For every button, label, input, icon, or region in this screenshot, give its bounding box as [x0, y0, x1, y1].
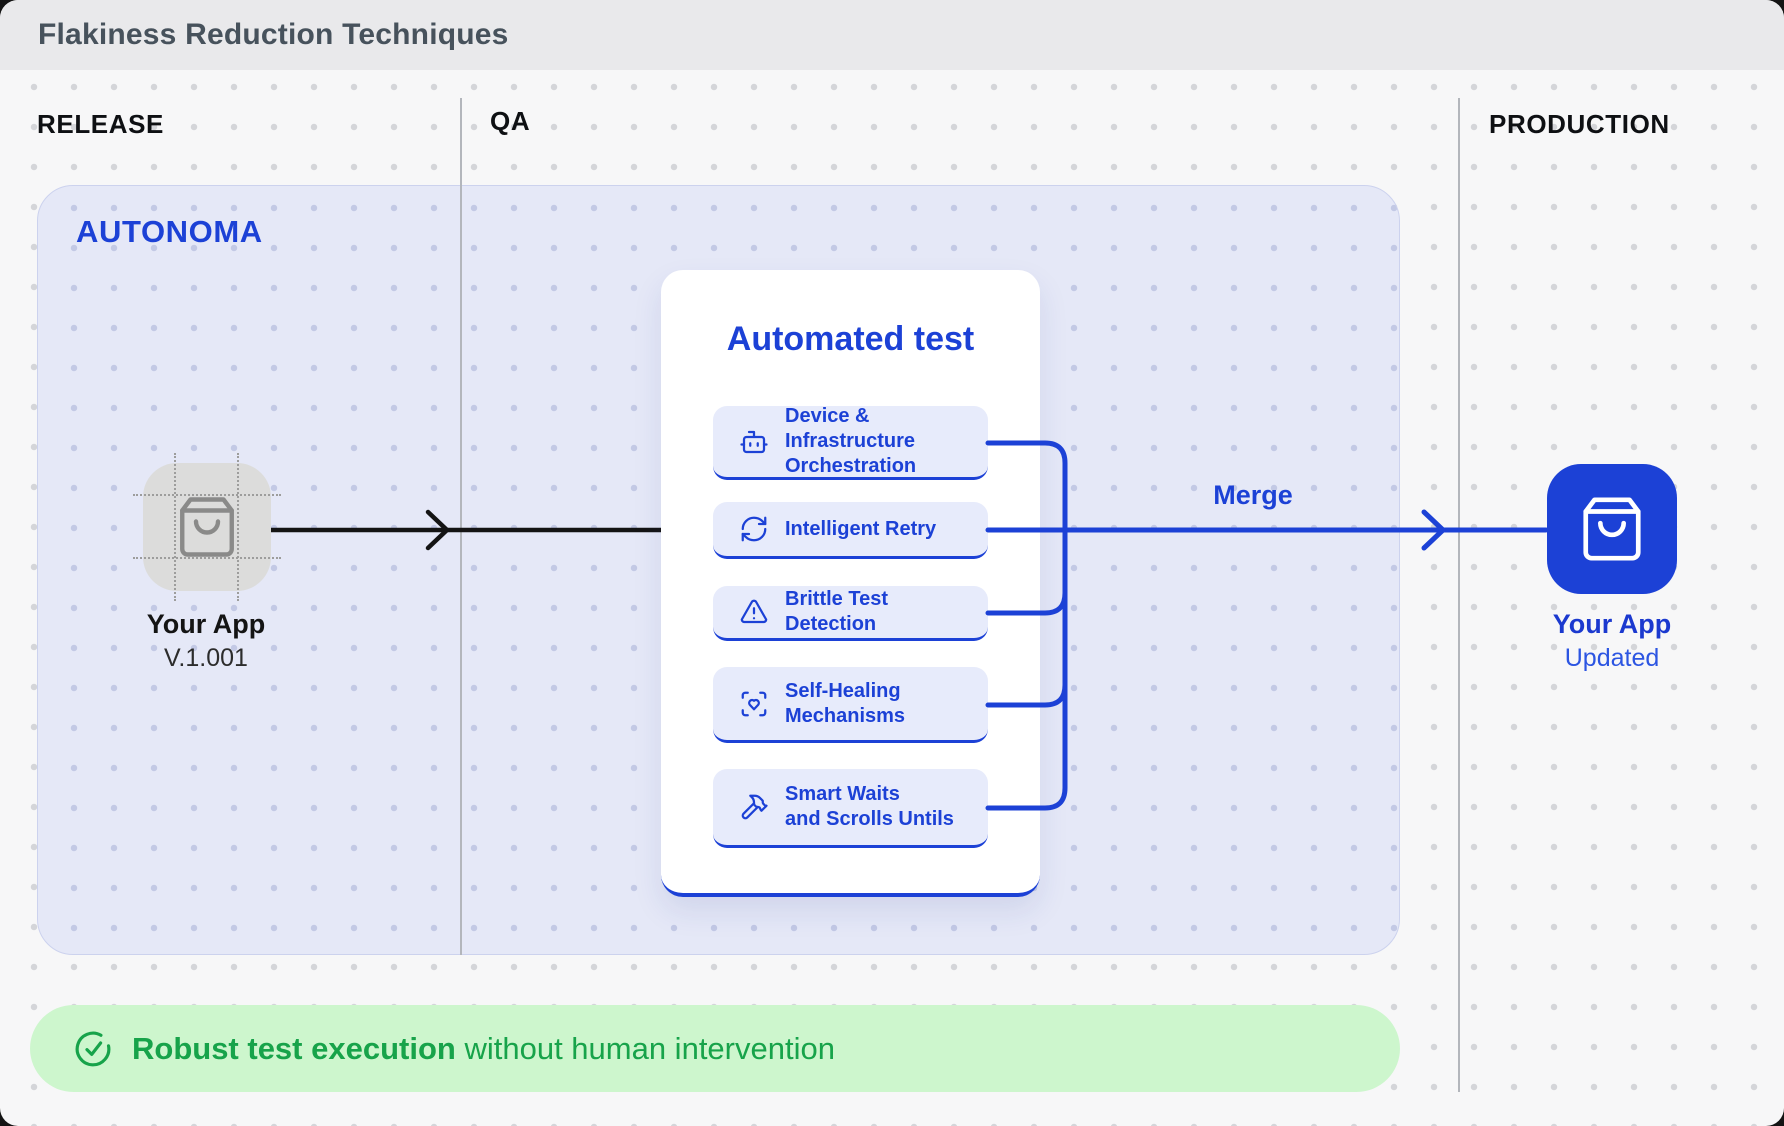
shopping-bag-icon — [180, 497, 234, 557]
shopping-bag-icon — [1583, 497, 1641, 561]
header-bar: Flakiness Reduction Techniques — [0, 0, 1784, 70]
technique-brittle-test-detection: Brittle Test Detection — [713, 586, 988, 641]
hammer-icon — [739, 792, 769, 822]
heart-scan-icon — [739, 689, 769, 719]
retry-icon — [739, 514, 769, 544]
technique-label: Smart Waits and Scrolls Untils — [785, 783, 954, 830]
technique-label: Intelligent Retry — [785, 517, 937, 540]
technique-self-healing-mechanisms: Self-Healing Mechanisms — [713, 667, 988, 743]
technique-intelligent-retry: Intelligent Retry — [713, 502, 988, 559]
technique-smart-waits-scrolls: Smart Waits and Scrolls Untils — [713, 769, 988, 848]
lane-label-release: RELEASE — [37, 109, 165, 139]
source-app-version: V.1.001 — [164, 644, 248, 672]
target-app-name: Your App — [1552, 609, 1672, 639]
technique-label: Self-Healing Mechanisms — [785, 679, 906, 727]
target-app-icon — [1547, 464, 1677, 594]
page-title: Flakiness Reduction Techniques — [38, 18, 509, 51]
source-app-icon — [133, 453, 281, 601]
alignment-gridline — [174, 453, 176, 601]
alignment-gridline — [133, 557, 281, 559]
technique-label: Brittle Test Detection — [785, 588, 888, 635]
robot-icon — [739, 427, 769, 457]
source-app-name: Your App — [146, 609, 266, 639]
merge-label: Merge — [1213, 480, 1293, 510]
banner-rest: without human intervention — [464, 1030, 835, 1066]
check-circle-icon — [74, 1030, 112, 1068]
banner-highlight: Robust test execution — [132, 1030, 456, 1066]
technique-label: Device & Infrastructure Orchestration — [785, 405, 917, 477]
lane-divider-production — [1458, 98, 1460, 1092]
warning-triangle-icon — [739, 597, 769, 627]
autonoma-label: AUTONOMA — [76, 214, 263, 249]
automated-test-title: Automated test — [726, 320, 975, 358]
lane-divider-qa — [460, 98, 462, 955]
lane-label-production: PRODUCTION — [1489, 109, 1670, 139]
alignment-gridline — [133, 494, 281, 496]
automated-test-card: Automated test Device & Infrastructure O… — [661, 270, 1040, 897]
lane-label-qa: QA — [490, 106, 531, 136]
target-app-status: Updated — [1564, 644, 1660, 672]
result-banner: Robust test execution without human inte… — [30, 1005, 1400, 1092]
alignment-gridline — [237, 453, 239, 601]
banner-text: Robust test execution without human inte… — [132, 1031, 835, 1067]
technique-device-infrastructure-orchestration: Device & Infrastructure Orchestration — [713, 405, 988, 480]
